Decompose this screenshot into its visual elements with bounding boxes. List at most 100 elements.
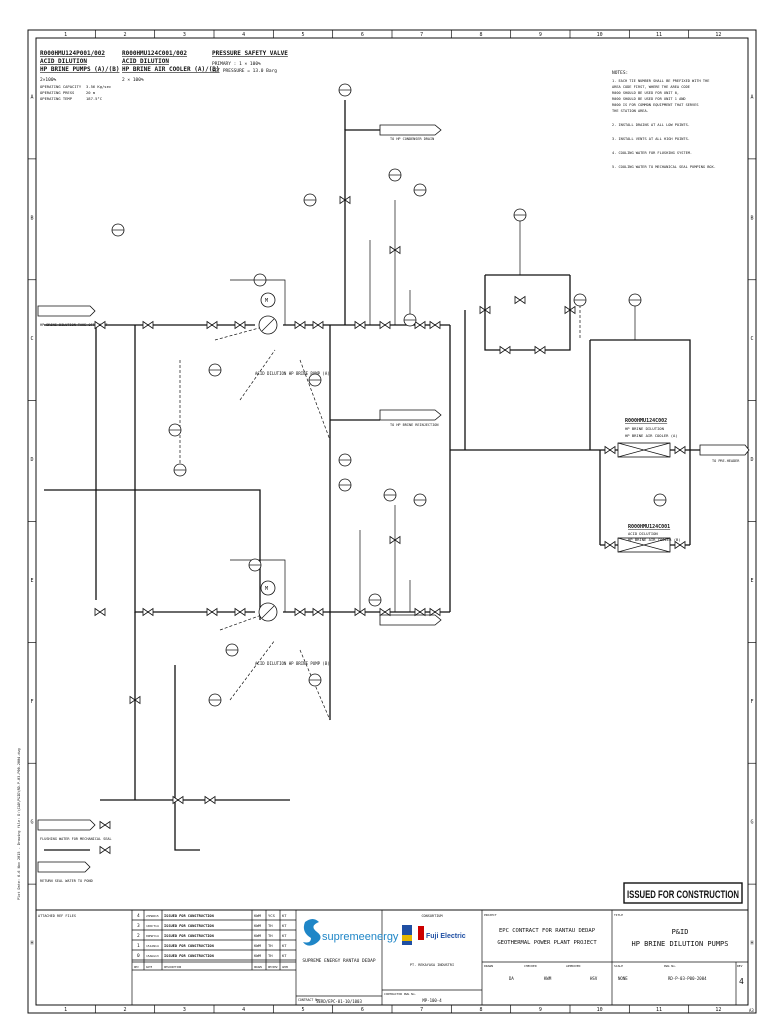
rev-number: 4 <box>137 913 140 919</box>
rev-header: DRAWN <box>254 965 262 969</box>
note-line: 2. INSTALL DRAINS AT ALL LOW POINTS. <box>612 123 690 127</box>
valve-icon[interactable] <box>604 445 616 455</box>
grid-col-2: 2 <box>123 32 126 38</box>
valve-icon[interactable] <box>414 607 426 617</box>
grid-col-11-bottom: 11 <box>656 1007 662 1013</box>
note-line: 1. EACH TIE NUMBER SHALL BE PREFIXED WIT… <box>612 79 709 83</box>
owner-logo: supremeenergy <box>303 919 399 946</box>
valve-icon[interactable] <box>142 607 154 617</box>
process-piping <box>44 100 700 851</box>
approved-val: HSV <box>590 976 598 981</box>
grid-row-G-right: G <box>750 820 753 826</box>
valve-icon[interactable] <box>389 245 401 255</box>
valve-icon[interactable] <box>312 607 324 617</box>
pumps-qty: 2×100% <box>40 77 57 83</box>
grid-col-5: 5 <box>301 32 304 38</box>
grid-row-B: B <box>30 215 33 221</box>
valve-icon[interactable] <box>499 345 511 355</box>
pumps-spec-value: 20 m <box>86 90 96 95</box>
valve-icon[interactable] <box>354 320 366 330</box>
rev-header: APPD <box>282 965 289 969</box>
dwg-label: DWG No. <box>664 964 677 968</box>
instruments <box>111 83 667 707</box>
psv-line2: SET PRESSURE = 13.0 Barg <box>212 68 277 74</box>
valve-icon[interactable] <box>142 320 154 330</box>
valve-icon[interactable] <box>234 607 246 617</box>
valve-icon[interactable] <box>312 320 324 330</box>
grid-col-2-bottom: 2 <box>123 1007 126 1013</box>
rev-date: 15AUG13 <box>146 954 159 958</box>
grid-row-D: D <box>30 457 33 463</box>
valve-icon[interactable] <box>294 607 306 617</box>
rev-val: 4 <box>739 977 744 986</box>
valve-icon[interactable] <box>534 345 546 355</box>
notes-title: NOTES: <box>612 70 628 76</box>
valve-icon[interactable] <box>379 320 391 330</box>
valve-icon[interactable] <box>564 305 576 315</box>
valve-icon[interactable] <box>354 607 366 617</box>
notes-items: 1. EACH TIE NUMBER SHALL BE PREFIXED WIT… <box>612 79 716 169</box>
side-plot-strip: Plot Date: 6-6 Nov 2015 - Drawing file: … <box>17 748 21 900</box>
inner-border <box>35 37 749 1006</box>
rev-label: REV <box>737 964 743 968</box>
grid-row-E-right: E <box>750 578 753 584</box>
valve-icon[interactable] <box>414 320 426 330</box>
rev-review: TH <box>268 943 273 948</box>
valve-icon[interactable] <box>99 845 111 855</box>
pump-b-symbol[interactable]: M <box>258 580 278 622</box>
pumps-name1: ACID DILUTION <box>40 58 87 65</box>
cooler-b-tag: R000HMU124C001 <box>628 524 670 530</box>
valve-icon[interactable] <box>129 695 141 705</box>
valve-icon[interactable] <box>479 305 491 315</box>
svg-text:M: M <box>265 298 268 304</box>
pump-b-label: ACID DILUTION HP BRINE PUMP (B) <box>255 661 330 666</box>
grid-col-4-bottom: 4 <box>242 1007 245 1013</box>
cooler-b-symbol[interactable] <box>617 537 671 553</box>
valve-icon[interactable] <box>234 320 246 330</box>
consortium-label: CONSORTIUM <box>421 914 442 918</box>
pumps-spec-value: 3.56 Kg/sec <box>86 84 111 89</box>
rev-number: 3 <box>137 923 140 929</box>
valve-icon[interactable] <box>206 320 218 330</box>
fuji-electric-text: Fuji Electric <box>426 933 466 940</box>
valve-icon[interactable] <box>99 820 111 830</box>
valve-icon[interactable] <box>429 607 441 617</box>
rev-approved: KT <box>282 953 287 958</box>
rev-drawn: KWM <box>254 923 262 928</box>
valve-icon[interactable] <box>94 607 106 617</box>
title-line1: P&ID <box>672 928 689 936</box>
consortium-logo: Fuji Electric <box>402 925 466 945</box>
grid-col-7: 7 <box>420 32 423 38</box>
rev-date: 15JAN14 <box>146 944 159 948</box>
from-hp-brine-label: HP BRINE DILUTION TAKE OFF POINT <box>40 323 108 327</box>
valve-icon[interactable] <box>514 295 526 305</box>
valve-icon[interactable] <box>674 445 686 455</box>
grid-col-12: 12 <box>715 32 721 38</box>
cooler-a-tag: R000HMU124C002 <box>625 418 667 424</box>
note-line: AREA CODE FIRST, WHERE THE AREA CODE <box>612 85 690 89</box>
coolers-name1: ACID DILUTION <box>122 58 169 65</box>
grid-col-10: 10 <box>597 32 603 38</box>
grid-col-1: 1 <box>64 32 67 38</box>
rev-number: 2 <box>137 933 140 939</box>
valve-icon[interactable] <box>206 607 218 617</box>
project-line2: GEOTHERMAL POWER PLANT PROJECT <box>497 940 597 946</box>
grid-row-A-right: A <box>750 94 753 100</box>
valve-icon[interactable] <box>674 540 686 550</box>
valve-icon[interactable] <box>429 320 441 330</box>
cooler-a-symbol[interactable] <box>617 442 671 458</box>
valve-icon[interactable] <box>294 320 306 330</box>
coolers-qty: 2 × 100% <box>122 77 144 83</box>
valve-icon[interactable] <box>204 795 216 805</box>
valve-icon[interactable] <box>389 535 401 545</box>
pump-a-symbol[interactable]: M <box>258 292 278 335</box>
valve-icon[interactable] <box>379 607 391 617</box>
valve-icon[interactable] <box>94 320 106 330</box>
cooler-a-name1: HP BRINE DILUTION <box>625 426 665 431</box>
valve-icon[interactable] <box>172 795 184 805</box>
valve-icon[interactable] <box>339 195 351 205</box>
pumps-spec-value: 187.5°C <box>86 96 102 101</box>
grid-col-9: 9 <box>539 32 542 38</box>
valve-icon[interactable] <box>604 540 616 550</box>
